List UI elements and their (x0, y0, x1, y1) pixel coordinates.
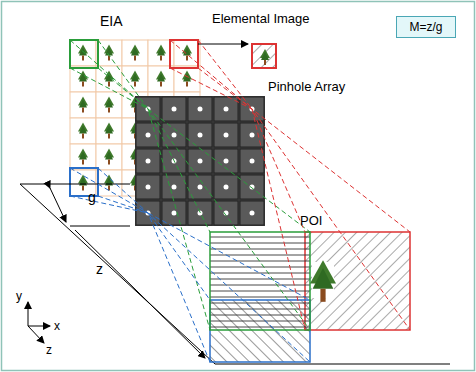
dimension-label: g (88, 190, 96, 205)
axis-label: x (54, 320, 60, 333)
formula-text: M=z/g (409, 20, 442, 34)
formula-box: M=z/g (396, 16, 456, 38)
pinhole-array-label: Pinhole Array (268, 80, 345, 94)
eia-label: EIA (100, 14, 123, 29)
poi-label: POI (300, 214, 322, 228)
axis-label: z (46, 344, 52, 357)
axis-label: y (16, 290, 22, 303)
elemental-image-label: Elemental Image (212, 12, 310, 26)
dimension-label: z (96, 262, 103, 277)
